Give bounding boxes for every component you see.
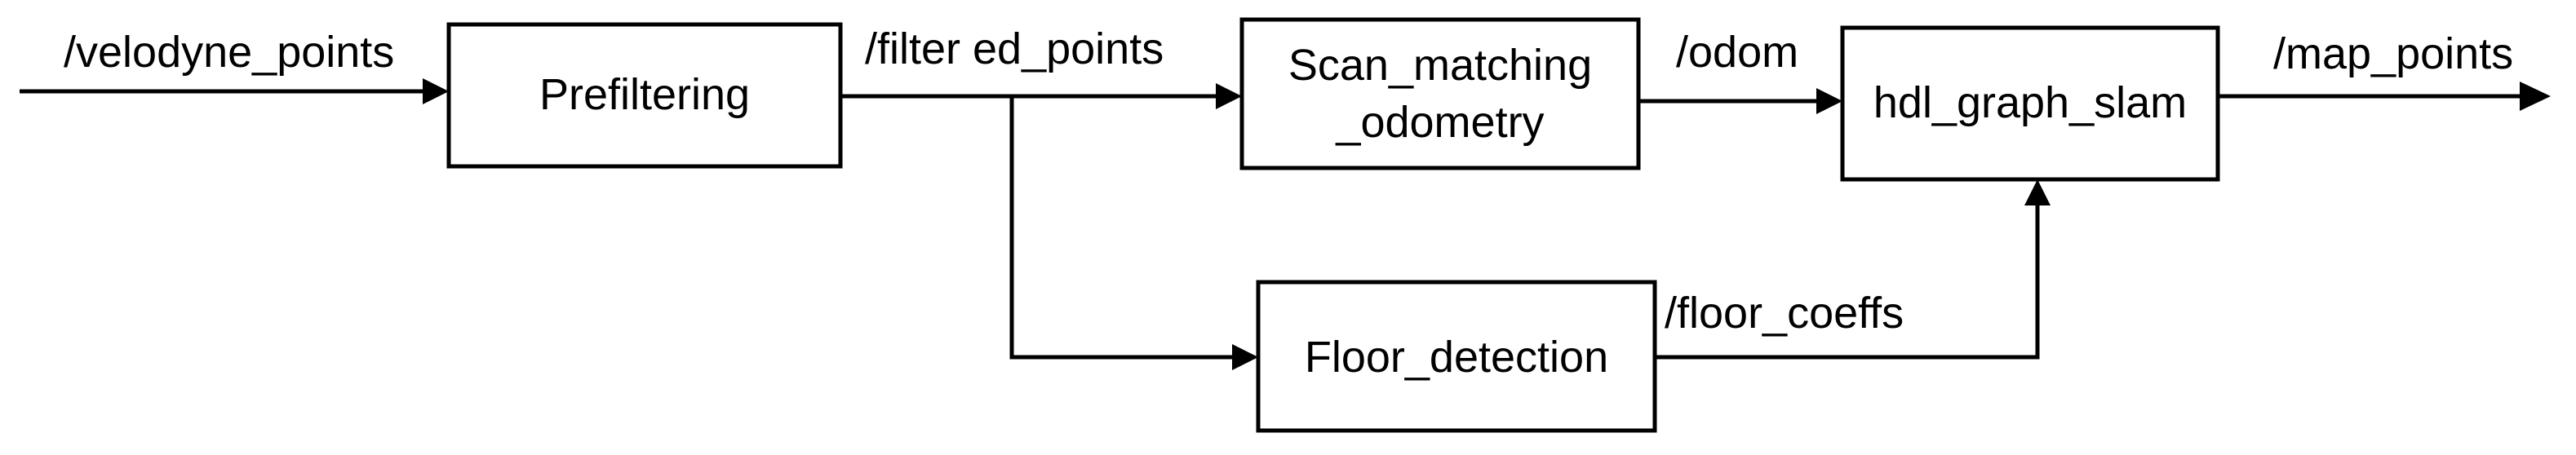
arrowhead-hdl-graph-slam [1816, 88, 1842, 114]
scan-matching-label-line1: Scan_matching [1288, 41, 1592, 90]
arrowhead-output [2520, 82, 2551, 111]
topic-filtered-points: /filter ed_points [865, 24, 1164, 73]
arrowhead-floor-detection [1232, 344, 1258, 370]
hdl-graph-slam-box [1840, 25, 2220, 182]
arrowhead-prefiltering [423, 78, 449, 104]
floor-detection-label: Floor_detection [1305, 333, 1608, 382]
scan-matching-label-line2: _odometry [1335, 98, 1544, 147]
floor-detection-box [1256, 280, 1657, 433]
edge-branch-to-floor-detection [1009, 96, 1234, 360]
topic-velodyne-points: /velodyne_points [64, 28, 394, 77]
topic-floor-coeffs: /floor_coeffs [1665, 289, 1904, 338]
scan-matching-odometry-box [1239, 17, 1641, 170]
edge-floor-detection-to-hdl-graph-slam [1655, 204, 2040, 360]
hdl-graph-slam-label: hdl_graph_slam [1873, 78, 2187, 127]
topic-map-points: /map_points [2273, 29, 2513, 78]
arrowhead-hdl-graph-slam-bottom [2024, 179, 2051, 205]
prefiltering-label: Prefiltering [539, 70, 750, 119]
topic-odom: /odom [1676, 28, 1798, 77]
arrowhead-scan-matching [1216, 83, 1242, 109]
prefiltering-box [446, 22, 843, 169]
